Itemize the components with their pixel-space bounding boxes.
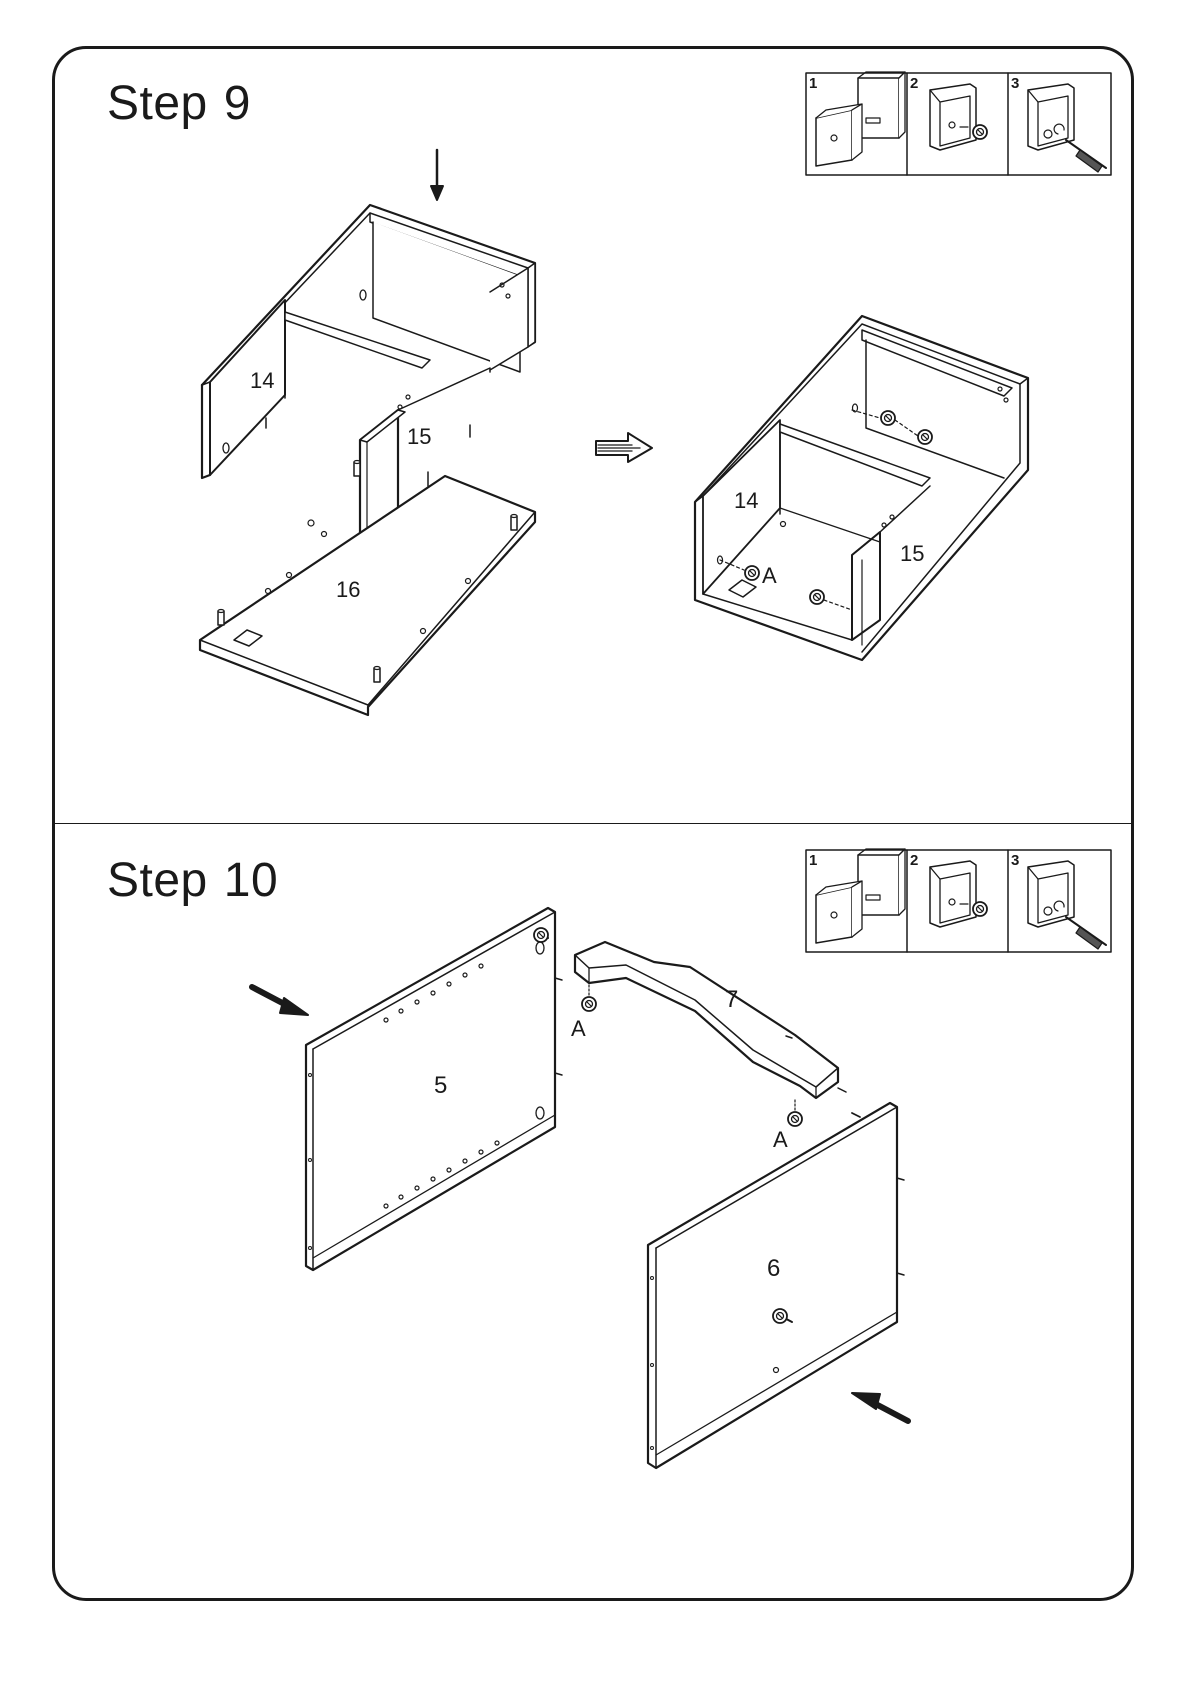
- part-label-5: 5: [434, 1072, 447, 1099]
- step-10-exploded-view: 5 6 7 A A: [252, 908, 908, 1468]
- diagonal-arrow-icon: [252, 987, 308, 1015]
- legend-number-3: 3: [1011, 852, 1019, 869]
- cam-lock-label-a-left: A: [571, 1016, 586, 1041]
- right-arrow-icon: [596, 433, 652, 462]
- legend-number-2: 2: [910, 852, 918, 869]
- result-label-15: 15: [900, 541, 924, 566]
- cam-lock-label-a: A: [762, 563, 777, 588]
- part-label-7: 7: [725, 986, 738, 1013]
- part-label-15: 15: [407, 424, 431, 449]
- step-9-exploded-view: 14 15 16: [200, 150, 535, 715]
- part-label-6: 6: [767, 1255, 780, 1282]
- step-9-legend: 1 2 3: [806, 72, 1111, 175]
- part-label-14: 14: [250, 368, 274, 393]
- legend-number-3: 3: [1011, 75, 1019, 92]
- legend-number-2: 2: [910, 75, 918, 92]
- legend-number-1: 1: [809, 75, 817, 92]
- result-label-14: 14: [734, 488, 758, 513]
- legend-number-1: 1: [809, 852, 817, 869]
- diagonal-arrow-icon: [852, 1393, 908, 1421]
- step-10-legend: 1 2 3: [806, 849, 1111, 952]
- down-arrow-icon: [431, 150, 443, 200]
- cam-lock-label-a-right: A: [773, 1127, 788, 1152]
- step-9-assembled-view: 14 15 A: [695, 316, 1028, 660]
- part-label-16: 16: [336, 577, 360, 602]
